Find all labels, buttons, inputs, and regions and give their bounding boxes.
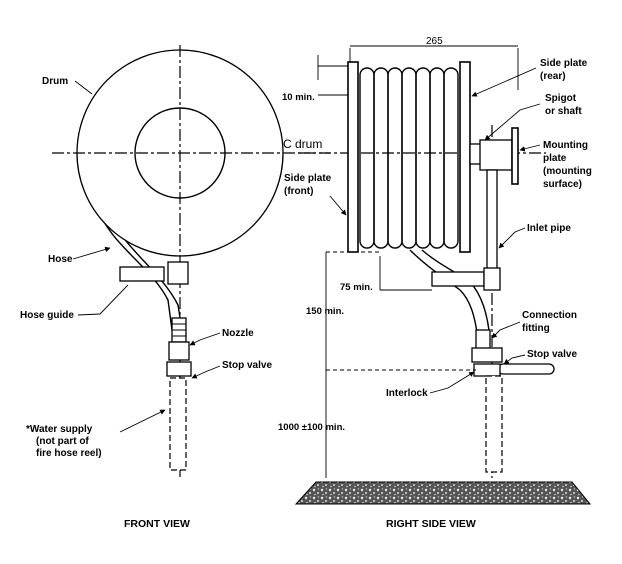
nozzle-label: Nozzle <box>222 328 254 339</box>
side-plate-front <box>347 61 359 253</box>
ground-gravel <box>294 481 592 505</box>
dim-75-min-label: 75 min. <box>340 282 373 293</box>
side-water-supply-pipe <box>485 375 503 473</box>
drum-label: Drum <box>42 76 68 87</box>
connection-fitting <box>475 329 491 351</box>
connection-label-1: Connection <box>522 310 577 321</box>
side-stop-valve-label: Stop valve <box>527 349 577 360</box>
side-plate-rear-label-2: (rear) <box>540 71 566 82</box>
mounting-surface <box>511 127 519 185</box>
inlet-pipe-label: Inlet pipe <box>527 223 571 234</box>
front-stop-valve-label: Stop valve <box>222 360 272 371</box>
right-side-view: 265 10 min. <box>278 36 592 530</box>
mounting-label-4: surface) <box>543 179 582 190</box>
hose-guide-label: Hose guide <box>20 310 74 321</box>
front-stop-valve <box>166 361 192 377</box>
front-view: Drum C drum Hose Hose guide Nozzle Stop … <box>20 45 330 530</box>
dim-10-min-label: 10 min. <box>282 92 315 103</box>
mounting-block <box>479 139 513 171</box>
mounting-label-3: (mounting <box>543 166 592 177</box>
hose-coils <box>359 67 459 249</box>
hose-label: Hose <box>48 254 73 265</box>
side-view-title: RIGHT SIDE VIEW <box>386 518 476 530</box>
side-plate-front-label-2: (front) <box>284 186 313 197</box>
hose-guide-bracket <box>119 266 165 282</box>
water-supply-label-1: *Water supply <box>26 424 93 435</box>
dim-265-label: 265 <box>426 36 443 47</box>
side-hose-guide <box>431 271 485 287</box>
mounting-label-1: Mounting <box>543 140 588 151</box>
c-drum-label: C drum <box>283 137 322 151</box>
interlock-label: Interlock <box>386 388 428 399</box>
dim-1000-label: 1000 ±100 min. <box>278 422 345 433</box>
water-supply-label-2: (not part of <box>36 436 89 447</box>
mounting-label-2: plate <box>543 153 567 164</box>
water-supply-label-3: fire hose reel) <box>36 448 102 459</box>
inlet-pipe <box>486 169 498 271</box>
dim-150-min-label: 150 min. <box>306 306 344 317</box>
front-view-title: FRONT VIEW <box>124 518 190 530</box>
spigot-label-1: Spigot <box>545 93 577 104</box>
spigot-label-2: or shaft <box>545 106 582 117</box>
side-plate-rear <box>459 61 471 253</box>
side-plate-rear-label-1: Side plate <box>540 58 588 69</box>
stop-valve-handle <box>497 363 555 375</box>
front-water-supply-pipe <box>169 377 187 471</box>
connection-label-2: fitting <box>522 323 550 334</box>
side-plate-front-label-1: Side plate <box>284 173 332 184</box>
